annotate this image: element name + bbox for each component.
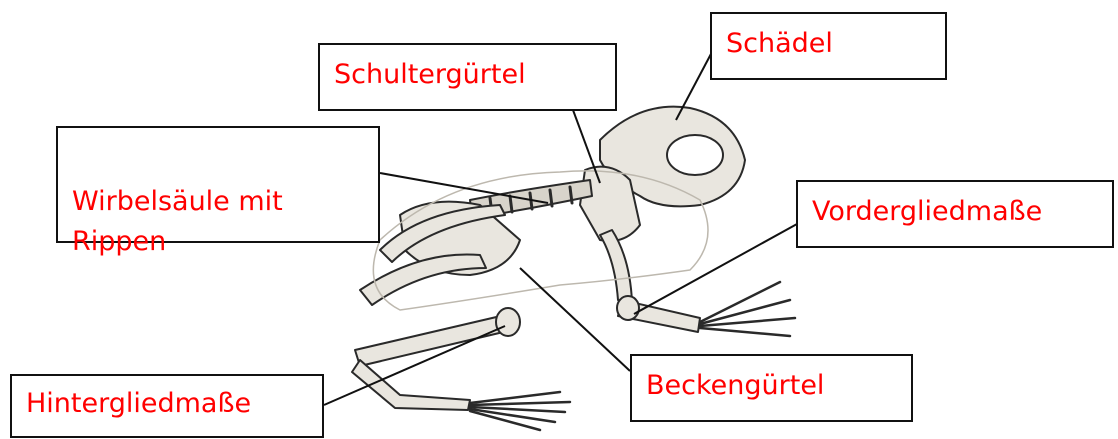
eye-socket — [667, 135, 723, 175]
label-vordergliedmasse: Vordergliedmaße — [796, 180, 1114, 248]
label-schaedel: Schädel — [710, 12, 947, 80]
label-schaedel-text: Schädel — [726, 28, 833, 59]
label-hintergliedmasse-text: Hintergliedmaße — [26, 388, 251, 419]
label-hintergliedmasse: Hintergliedmaße — [10, 374, 324, 438]
leader-wirbelsaeule — [380, 173, 548, 203]
tibia-bone — [355, 315, 512, 366]
hind-toes — [470, 392, 570, 430]
label-vordergliedmasse-text: Vordergliedmaße — [812, 196, 1042, 227]
leader-vordergliedmasse — [634, 224, 797, 314]
label-wirbelsaeule: Wirbelsäule mit Rippen — [56, 126, 380, 243]
label-beckengurtel: Beckengürtel — [630, 354, 913, 422]
humerus-bone — [600, 230, 632, 302]
femur-bone — [360, 254, 486, 305]
fore-toes — [700, 282, 795, 336]
label-schultergurtel: Schultergürtel — [318, 43, 617, 111]
label-schultergurtel-text: Schultergürtel — [334, 59, 526, 90]
knee-joint — [496, 308, 520, 336]
label-beckengurtel-text: Beckengürtel — [646, 370, 824, 401]
elbow-joint — [617, 296, 639, 320]
